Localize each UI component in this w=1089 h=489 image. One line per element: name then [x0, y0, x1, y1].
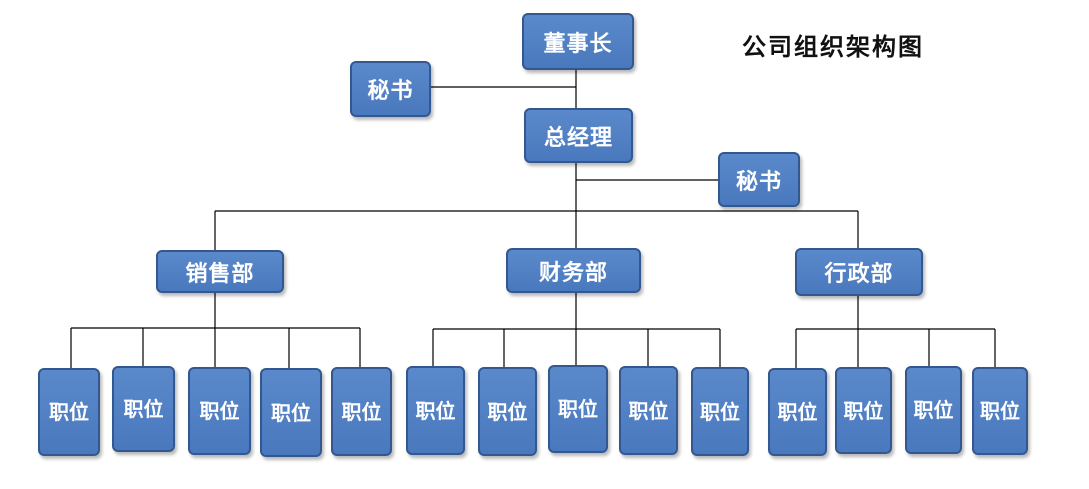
position-label-1: 职	[628, 398, 649, 423]
department-box-admin: 行政部	[795, 248, 923, 296]
position-box: 职位	[478, 367, 537, 456]
position-label-1: 职	[980, 399, 1000, 423]
position-label-1: 职	[199, 399, 220, 423]
position-label-2: 位	[933, 398, 954, 422]
position-label-1: 职	[415, 398, 436, 423]
position-box: 职位	[691, 367, 749, 456]
position-box: 职位	[768, 368, 827, 456]
position-box: 职位	[835, 367, 892, 454]
position-label-1: 职	[123, 397, 144, 421]
position-label-2: 位	[648, 398, 669, 423]
position-box: 职位	[260, 368, 322, 457]
secretary-box-chairman: 秘书	[350, 61, 431, 117]
position-label-1: 职	[49, 400, 69, 424]
chairman-box: 董事长	[522, 13, 634, 70]
position-label-1: 职	[843, 398, 864, 423]
position-label-1: 职	[777, 400, 798, 424]
position-box: 职位	[619, 366, 678, 455]
position-label-2: 位	[1000, 399, 1020, 423]
position-box: 职位	[112, 366, 175, 452]
position-label-1: 职	[341, 399, 362, 424]
position-label-2: 位	[435, 398, 456, 423]
position-label-2: 位	[69, 400, 89, 424]
position-label-1: 职	[487, 399, 508, 424]
position-box: 职位	[548, 365, 608, 453]
position-label-2: 位	[797, 400, 818, 424]
position-label-2: 位	[291, 400, 311, 425]
position-box: 职位	[38, 368, 100, 456]
position-label-1: 职	[271, 400, 291, 425]
department-box-finance: 财务部	[506, 248, 641, 293]
position-label-2: 位	[578, 397, 598, 421]
secretary-box-gm: 秘书	[718, 152, 800, 207]
position-box: 职位	[331, 367, 392, 456]
position-label-2: 位	[720, 399, 740, 424]
position-label-1: 职	[700, 399, 720, 424]
chart-title: 公司组织架构图	[742, 32, 924, 61]
position-label-2: 位	[863, 398, 884, 423]
position-label-2: 位	[219, 399, 240, 423]
position-label-2: 位	[361, 399, 382, 424]
position-box: 职位	[188, 367, 251, 455]
position-box: 职位	[406, 366, 465, 455]
position-label-1: 职	[913, 398, 934, 422]
position-label-2: 位	[507, 399, 528, 424]
position-box: 职位	[905, 366, 962, 454]
position-box: 职位	[972, 367, 1028, 455]
position-label-2: 位	[143, 397, 164, 421]
position-label-1: 职	[558, 397, 578, 421]
department-box-sales: 销售部	[156, 250, 284, 293]
general-manager-box: 总经理	[524, 108, 633, 163]
